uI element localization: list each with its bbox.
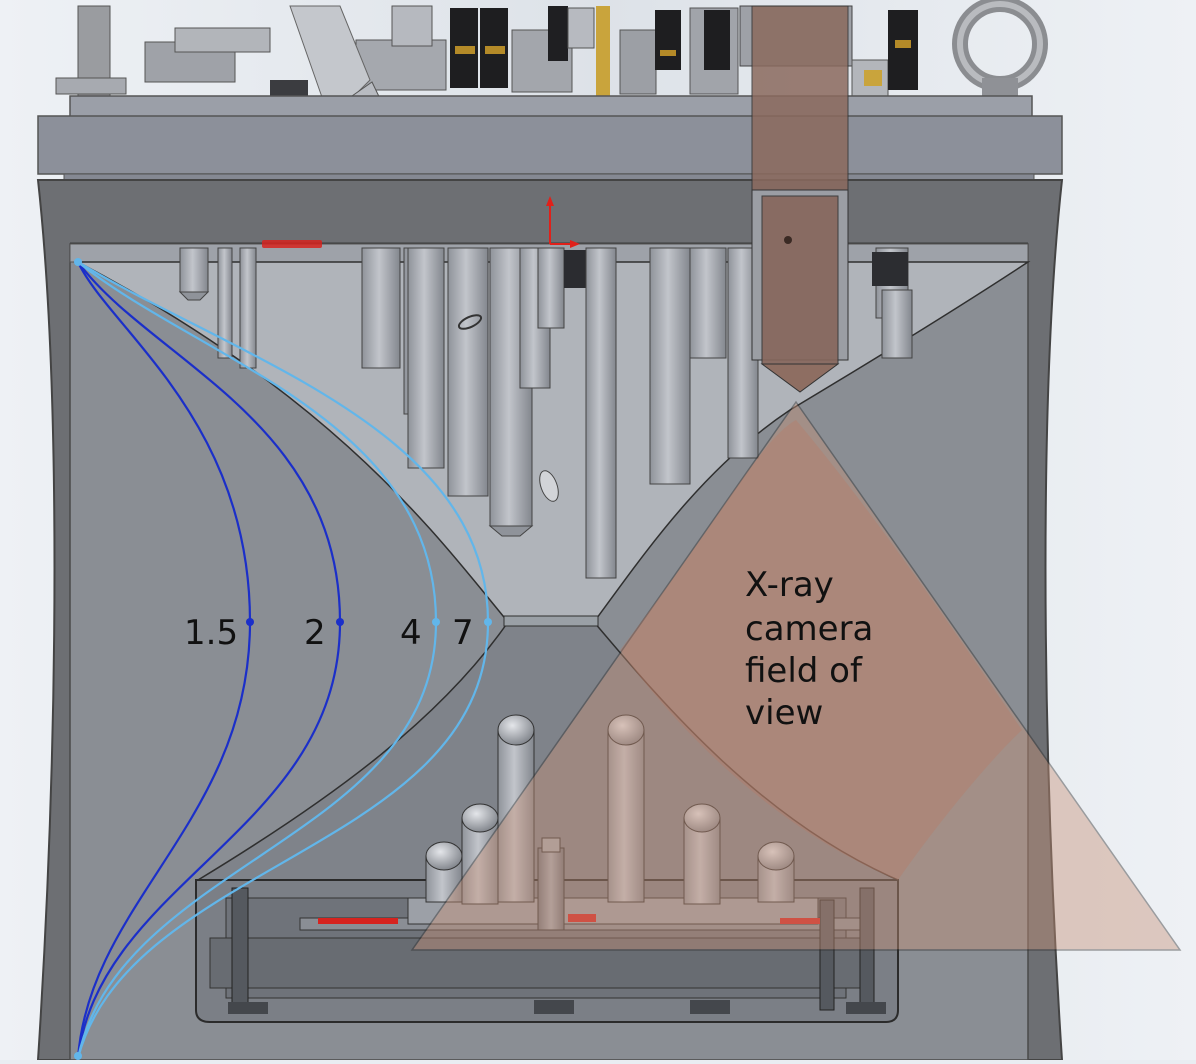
red-seal-marker (262, 240, 322, 248)
fov-line-3: field of (745, 651, 863, 691)
x-ray-field-of-view (410, 400, 1182, 951)
curve-points (74, 258, 492, 1060)
axis-triad-icon (546, 196, 580, 248)
curve-4 (76, 261, 438, 1059)
sample-stage (195, 879, 899, 1023)
curve-label-4: 4 (400, 613, 422, 653)
curve-2 (76, 261, 342, 1059)
eye-bolt-icon (952, 0, 1048, 100)
curve-point-7 (484, 618, 492, 626)
x-ray-camera-tube (751, 5, 849, 393)
fov-line-2: camera (745, 609, 873, 649)
curve-point-1-5 (246, 618, 254, 626)
fov-line-4: view (745, 693, 823, 733)
curve-label-1-5: 1.5 (184, 613, 238, 653)
fov-line-1: X-ray (745, 565, 834, 605)
fov-annotation: X-ray camera field of view (745, 565, 873, 733)
sample-pillars (425, 714, 795, 931)
hanging-probes (178, 247, 913, 579)
curve-labels: 1.5 2 4 7 (184, 613, 474, 653)
curve-label-2: 2 (304, 613, 326, 653)
top-plate (37, 115, 1063, 175)
curve-label-7: 7 (452, 613, 474, 653)
curve-point-2 (336, 618, 344, 626)
curve-7 (76, 261, 490, 1059)
profile-curves (76, 261, 490, 1059)
curve-point-4 (432, 618, 440, 626)
